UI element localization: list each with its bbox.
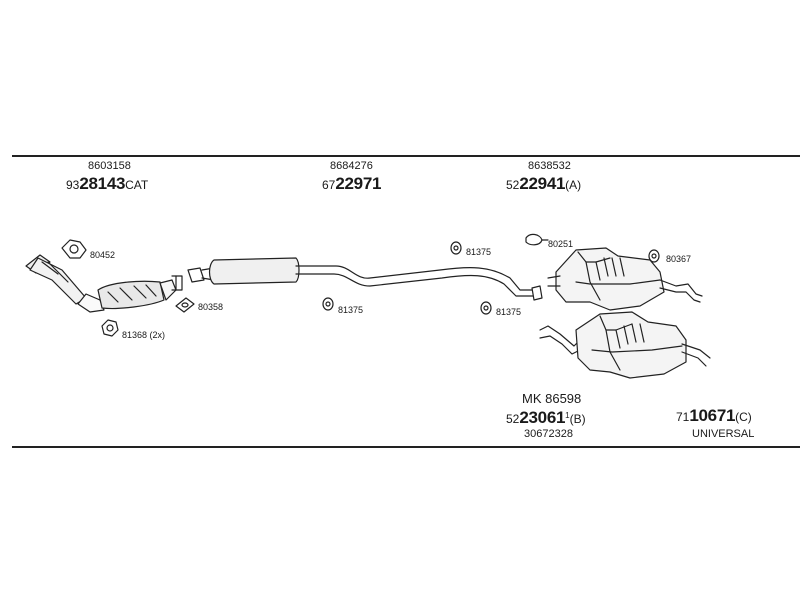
clamp-80251 — [525, 233, 549, 246]
group-ref-rear-silencer: 5222941(A) — [506, 174, 581, 195]
center-pipe — [187, 257, 543, 301]
gasket-80358 — [175, 297, 195, 313]
top-divider — [12, 155, 800, 157]
hanger-80367 — [648, 249, 660, 263]
universal-ref: 7110671(C) — [676, 406, 752, 427]
part-label-80251: 80251 — [548, 239, 574, 249]
ref-prefix: 52 — [506, 412, 520, 426]
ref-suffix: (C) — [735, 410, 752, 424]
part-label-81375-b: 81375 — [466, 247, 492, 257]
hanger-81375-c — [480, 301, 492, 315]
kit-label: MK 86598 — [522, 389, 581, 409]
rear-silencer-b — [539, 311, 711, 379]
nut-81368 — [101, 319, 119, 337]
part-label-80452: 80452 — [90, 250, 116, 260]
bottom-divider — [12, 446, 800, 448]
part-label-81368: 81368 (2x) — [122, 330, 166, 340]
ref-main: 22941 — [519, 174, 566, 193]
hanger-81375-b — [450, 241, 462, 255]
group-ref-catalyst: 9328143CAT — [66, 174, 148, 195]
ref-main: 28143 — [79, 174, 126, 193]
ref-main: 23061 — [519, 408, 566, 427]
catalytic-converter — [25, 254, 183, 313]
universal-note: UNIVERSAL — [692, 428, 755, 440]
ref-main: 10671 — [689, 406, 736, 425]
group-code-catalyst: 8603158 — [88, 160, 131, 172]
kit-label-text: MK 86598 — [522, 391, 582, 406]
gasket-80452 — [61, 239, 87, 259]
ref-suffix: CAT — [125, 178, 149, 192]
kit-code: 30672328 — [524, 428, 573, 440]
group-ref-center-pipe: 6722971 — [322, 174, 381, 195]
ref-main: 22971 — [335, 174, 382, 193]
part-label-80358: 80358 — [198, 302, 224, 312]
ref-suffix: (B) — [569, 412, 586, 426]
ref-prefix: 52 — [506, 178, 520, 192]
part-label-81375-c: 81375 — [496, 307, 522, 317]
part-label-80367: 80367 — [666, 254, 692, 264]
hanger-81375-a — [322, 297, 334, 311]
rear-silencer-a — [547, 247, 703, 311]
ref-prefix: 71 — [676, 410, 690, 424]
part-label-81375-a: 81375 — [338, 305, 364, 315]
kit-ref: 52230611(B) — [506, 406, 586, 429]
group-code-center-pipe: 8684276 — [330, 160, 373, 172]
ref-prefix: 67 — [322, 178, 336, 192]
ref-suffix: (A) — [565, 178, 582, 192]
group-code-rear-silencer: 8638532 — [528, 160, 571, 172]
ref-prefix: 93 — [66, 178, 80, 192]
ref-superscript: 1 — [565, 411, 570, 420]
